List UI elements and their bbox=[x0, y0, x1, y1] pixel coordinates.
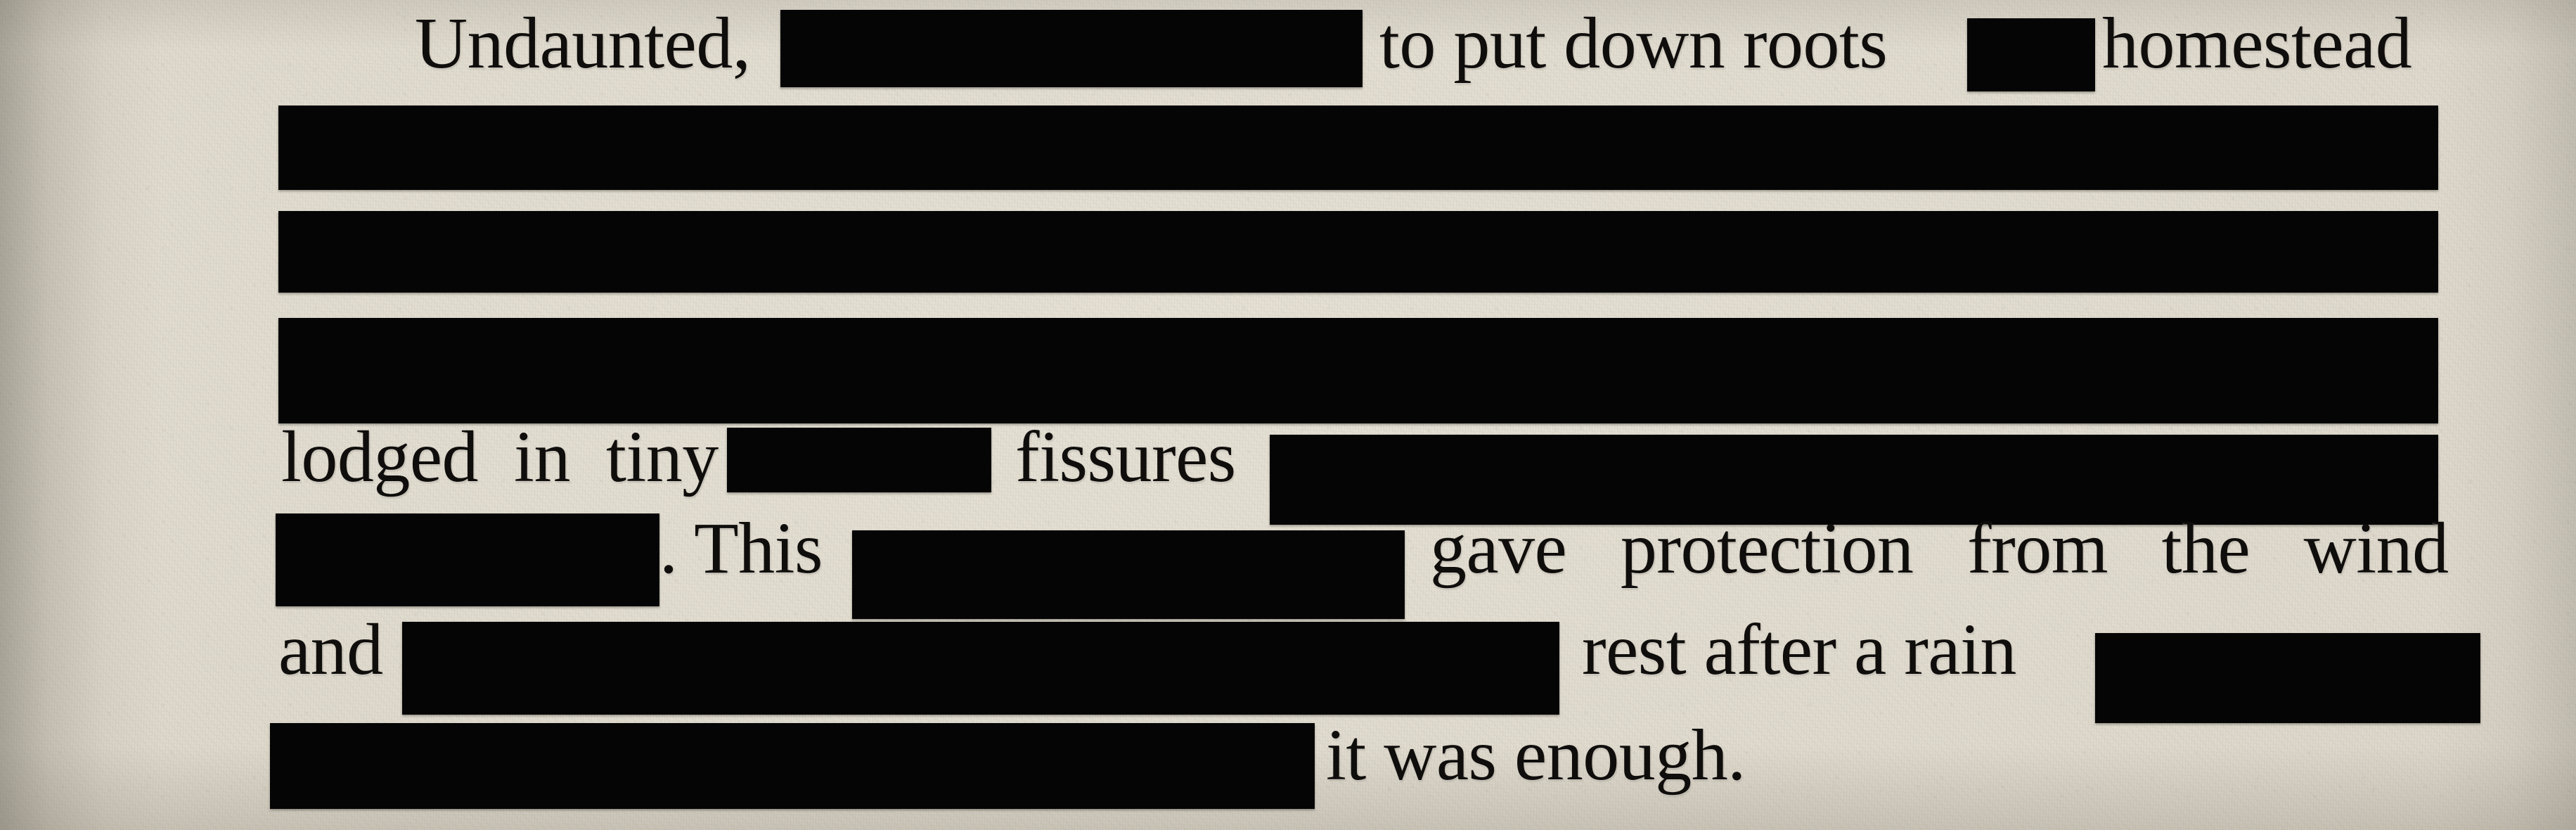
text-line bbox=[0, 0, 2576, 190]
text-line: Undaunted, to put down roots homestead bbox=[0, 0, 2576, 106]
text-run: rest after a rain bbox=[1582, 609, 2017, 690]
paper-shadow-left bbox=[0, 0, 162, 830]
redaction-bar bbox=[278, 318, 2438, 423]
redaction-bar bbox=[852, 530, 1405, 619]
text-run: to put down roots bbox=[1379, 3, 1888, 84]
text-line: lodged in tiny fissures bbox=[0, 0, 2576, 525]
text-run: lodged in tiny bbox=[281, 416, 719, 497]
redaction-bar bbox=[278, 211, 2438, 293]
text-run: gave protection from the wind bbox=[1430, 508, 2449, 589]
text-line bbox=[0, 0, 2576, 293]
text-line bbox=[0, 0, 2576, 423]
redaction-bar bbox=[727, 428, 991, 492]
redaction-bar bbox=[1967, 18, 2095, 91]
text-run: fissures bbox=[1015, 416, 1236, 497]
redaction-bar bbox=[270, 723, 1315, 809]
redaction-bar bbox=[278, 106, 2438, 190]
text-run: it was enough. bbox=[1326, 715, 1746, 796]
text-run: homestead bbox=[2102, 3, 2412, 84]
redaction-bar bbox=[276, 513, 659, 606]
redaction-bar bbox=[1270, 435, 2438, 525]
text-run: Undaunted, bbox=[415, 3, 751, 84]
redaction-bar bbox=[780, 10, 1363, 87]
text-line: it was enough. bbox=[0, 0, 2576, 809]
text-run: . This bbox=[659, 508, 823, 589]
redaction-bar bbox=[402, 622, 1559, 715]
text-run: and bbox=[278, 609, 383, 690]
text-line: and rest after a rain bbox=[0, 0, 2576, 723]
text-line: . This gave protection from the wind bbox=[0, 0, 2576, 619]
redaction-bar bbox=[2095, 633, 2480, 723]
